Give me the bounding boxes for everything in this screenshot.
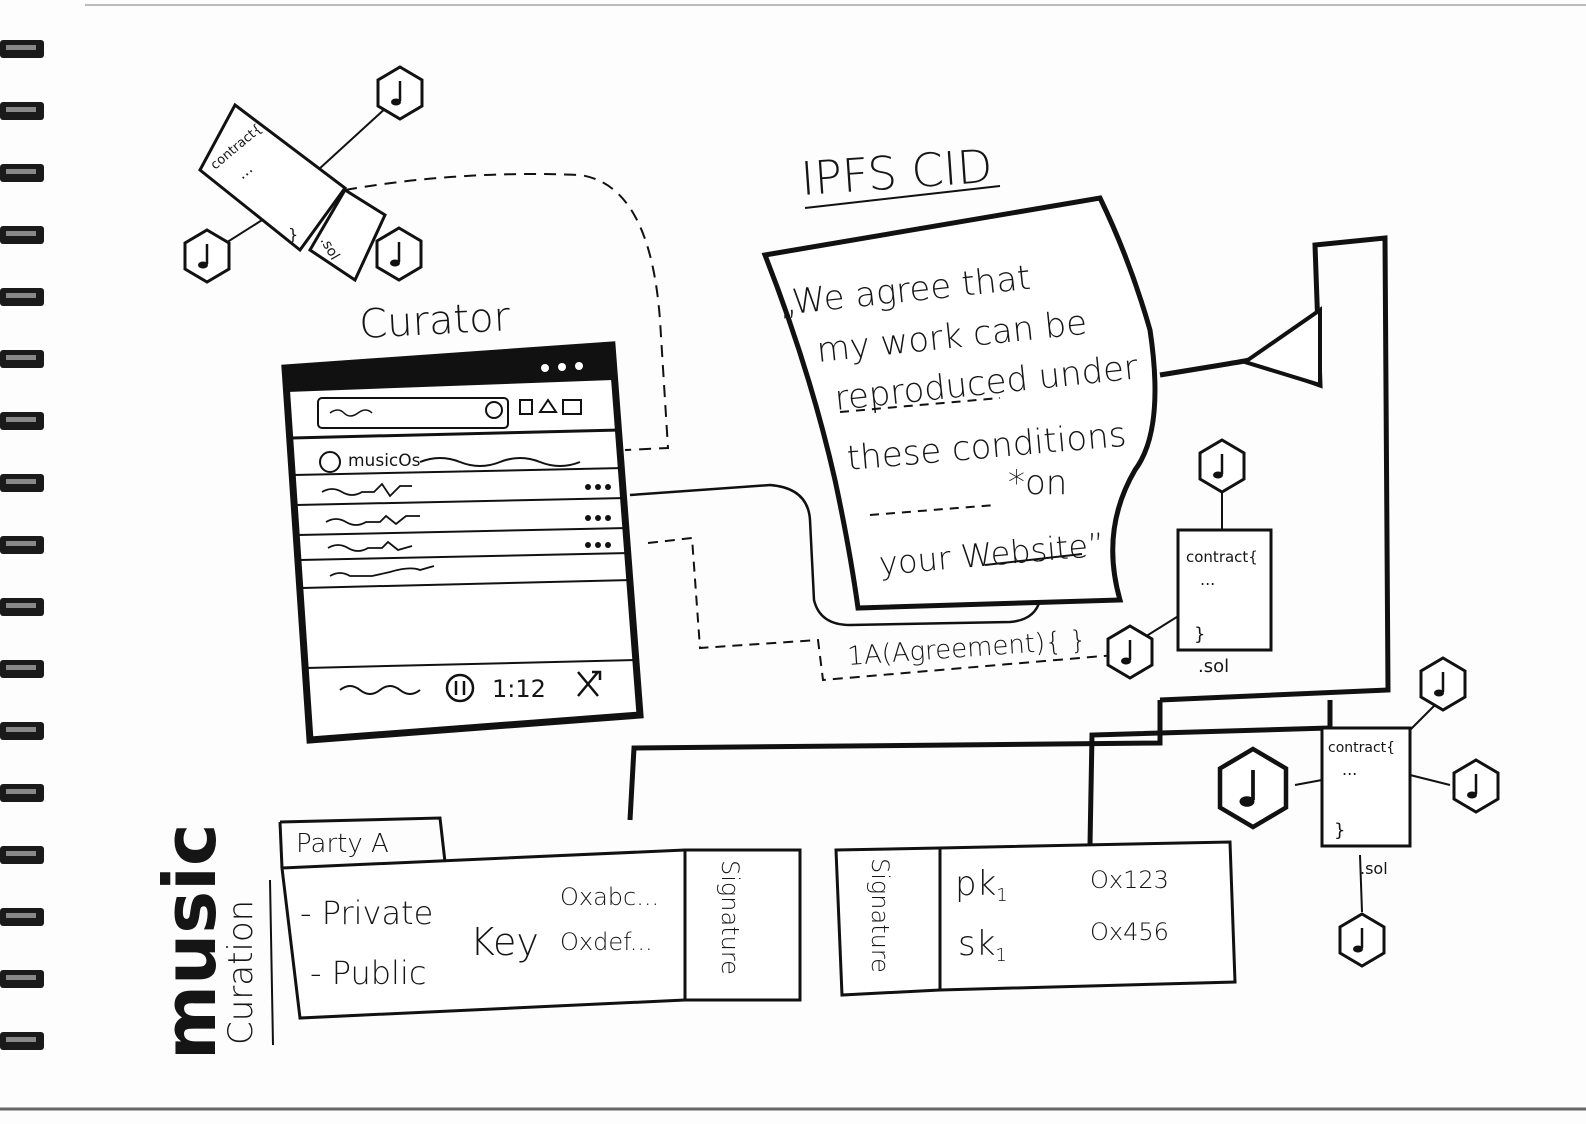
pk-subscript: 1 [996, 885, 1007, 906]
list-item[interactable] [325, 514, 611, 526]
contract-dots: ... [1342, 760, 1357, 779]
quote-line-5: *on [1008, 463, 1067, 503]
spiral-ring-highlight [6, 479, 36, 484]
contract-middle: contract{ ... } .sol [1106, 438, 1273, 680]
pk-name: pk [955, 864, 996, 904]
spiral-ring-highlight [6, 293, 36, 298]
spiral-ring-highlight [6, 913, 36, 918]
public-label: - Public [310, 954, 426, 992]
side-title-sub: Curation [221, 900, 261, 1045]
pk-label: pk1 [955, 864, 1008, 906]
private-label: - Private [300, 894, 433, 932]
curator-app-window: musicOs [281, 341, 644, 744]
spiral-ring-highlight [6, 355, 36, 360]
agreement-function: 1A(Agreement){ } [846, 625, 1087, 672]
spiral-ring-highlight [6, 975, 36, 980]
spiral-ring-highlight [6, 665, 36, 670]
music-note-icon [1419, 656, 1467, 712]
contract-ext: .sol [1360, 859, 1388, 878]
list-item[interactable] [327, 540, 611, 552]
track-time: 1:12 [492, 675, 546, 703]
sk-value: Ox456 [1090, 918, 1169, 946]
ipfs-heading: IPFS CID [799, 139, 1001, 209]
contract-label: contract{ [1186, 548, 1258, 566]
search-bar[interactable] [317, 397, 509, 429]
toolbar-icon[interactable] [562, 399, 582, 415]
public-key-value: Oxdef... [560, 928, 653, 956]
sk-name: sk [958, 924, 995, 964]
spiral-ring-highlight [6, 603, 36, 608]
private-key-value: Oxabc... [560, 883, 659, 911]
spiral-ring-highlight [6, 1037, 36, 1042]
pause-icon[interactable] [445, 673, 475, 703]
music-note-icon [1198, 438, 1246, 494]
signature-label: Signature [716, 860, 744, 975]
music-note-icon [1338, 912, 1386, 968]
music-note-icon [375, 226, 423, 282]
side-title-main: music [148, 824, 232, 1061]
spiral-ring-highlight [6, 45, 36, 50]
spiral-ring-highlight [6, 541, 36, 546]
sk-subscript: 1 [995, 945, 1006, 966]
spiral-ring-highlight [6, 851, 36, 856]
contract-dots: ... [1200, 570, 1215, 589]
party-a-panel: Party A - Private - Public Key Oxabc... … [278, 816, 802, 1020]
spiral-ring-highlight [6, 417, 36, 422]
toolbar-icon[interactable] [519, 399, 533, 415]
app-brand: musicOs [348, 451, 421, 471]
contract-brace: } [1194, 624, 1205, 645]
music-note-icon [376, 65, 424, 121]
curator-label: Curator [358, 294, 512, 348]
brand-logo-icon [319, 451, 341, 473]
music-note-icon [1106, 624, 1154, 680]
contract-top-left: contract{ ... } .sol [183, 65, 424, 284]
spiral-ring-highlight [6, 231, 36, 236]
agreement-quote-card: „We agree that my work can be reproduced… [761, 195, 1158, 611]
sk-label: sk1 [958, 924, 1007, 966]
pk-value: Ox123 [1090, 866, 1169, 894]
music-note-icon [1220, 749, 1286, 827]
contract-brace: } [1334, 820, 1345, 841]
spiral-ring-highlight [6, 169, 36, 174]
spiral-binding [0, 40, 44, 1050]
side-title: music Curation [148, 824, 274, 1061]
contract-brace: } [288, 225, 298, 244]
key-pair-panel: Signature pk1 sk1 Ox123 Ox456 [834, 840, 1237, 997]
party-tab-label: Party A [296, 829, 389, 859]
track-list [295, 482, 633, 589]
contract-label: contract{ [1328, 740, 1395, 756]
toolbar-icon[interactable] [538, 398, 558, 413]
search-icon[interactable] [485, 401, 503, 419]
contract-ext: .sol [1198, 656, 1229, 677]
ipfs-cid-title: IPFS CID [799, 139, 994, 206]
shuffle-icon[interactable] [577, 670, 602, 697]
list-item[interactable] [321, 482, 611, 498]
music-note-icon [183, 228, 231, 284]
signature-label: Signature [866, 858, 894, 973]
music-note-icon [1452, 758, 1500, 814]
contract-right: contract{ ... } .sol [1220, 656, 1500, 968]
key-label: Key [470, 920, 539, 964]
list-item[interactable] [329, 565, 435, 577]
spiral-ring-highlight [6, 107, 36, 112]
spiral-ring-highlight [6, 789, 36, 794]
spiral-ring-highlight [6, 727, 36, 732]
